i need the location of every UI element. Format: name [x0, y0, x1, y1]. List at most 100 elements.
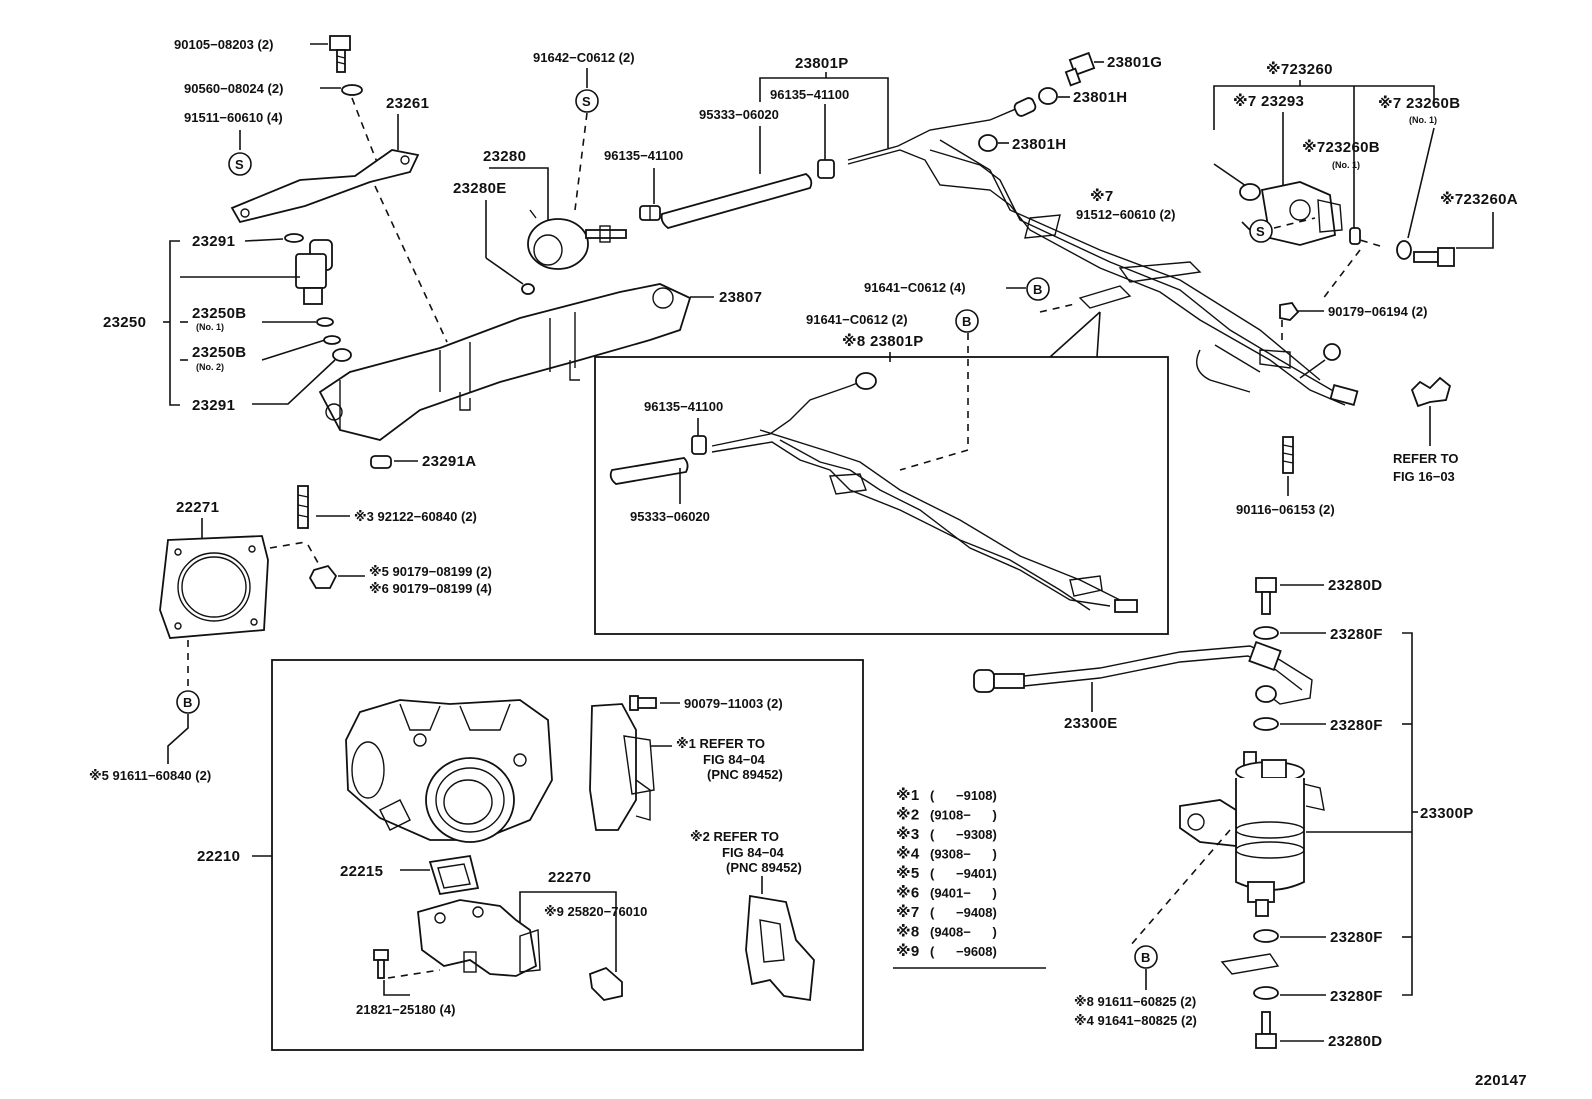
svg-text:S: S — [235, 157, 244, 172]
label-23280F-c: 23280F — [1330, 929, 1383, 946]
legend: ※1( −9108)※2(9108− )※3( −9308)※4(9308− )… — [896, 786, 997, 960]
label-5-90179: ※5 90179−08199 (2) — [369, 564, 492, 579]
label-23280F-d: 23280F — [1330, 988, 1383, 1005]
svg-text:B: B — [962, 314, 971, 329]
svg-text:B: B — [1033, 282, 1042, 297]
legend-mark: ※2 — [896, 806, 920, 824]
legend-mark: ※8 — [896, 923, 920, 941]
label-91641-b: 91641−C0612 (2) — [806, 312, 908, 327]
legend-mark: ※4 — [896, 845, 920, 863]
label-refer-16-a: REFER TO — [1393, 451, 1459, 466]
label-723260: ※723260 — [1266, 60, 1333, 78]
legend-range: ( −9408) — [930, 905, 997, 920]
label-23280E: 23280E — [453, 180, 507, 197]
throttle-body-22210-icon — [345, 699, 553, 843]
label-23280D-top: 23280D — [1328, 577, 1382, 594]
stud-92122-icon — [297, 485, 309, 529]
fuel-pipe-inset-icon — [711, 372, 1138, 613]
label-723293: ※7 23293 — [1233, 92, 1304, 110]
label-23250B-no1-sub: (No. 1) — [196, 322, 224, 332]
hose-95333-icon — [660, 173, 813, 229]
label-refer-16-b: FIG 16−03 — [1393, 469, 1455, 484]
label-refer-84-b-3: (PNC 89452) — [726, 860, 802, 875]
label-95333-a: 95333−06020 — [699, 107, 779, 122]
label-4-91641: ※4 91641−80825 (2) — [1074, 1013, 1197, 1028]
label-9-25820: ※9 25820−76010 — [544, 904, 647, 919]
screw-90079-icon — [629, 695, 657, 711]
nut-90179-06194-icon — [1279, 302, 1300, 321]
legend-range: (9408− ) — [930, 925, 997, 940]
label-21821: 21821−25180 (4) — [356, 1002, 455, 1017]
bolt-23280D-bottom-icon — [1255, 1011, 1277, 1049]
label-723260B-1: ※7 23260B — [1378, 94, 1460, 112]
pressure-regulator-23280-icon — [527, 209, 627, 270]
inset-box-8 — [594, 356, 1169, 635]
bolt-90105-icon — [329, 35, 351, 73]
clamp-96135-a-icon — [817, 159, 835, 179]
fuel-rail-23807-icon — [318, 283, 692, 441]
gasket-22215-icon — [428, 854, 480, 896]
label-95333-b: 95333−06020 — [630, 509, 710, 524]
s-mark-91512: S — [1249, 219, 1273, 243]
label-723260B-2: ※723260B — [1302, 138, 1380, 156]
s-mark-91642: S — [575, 89, 599, 113]
label-5-91611: ※5 91611−60840 (2) — [89, 768, 211, 783]
legend-range: ( −9608) — [930, 944, 997, 959]
label-23801H-b: 23801H — [1012, 136, 1066, 153]
b-mark-91611: B — [176, 690, 200, 714]
label-refer-84-b-1: ※2 REFER TO — [690, 829, 779, 844]
hose-95333-b-icon — [609, 457, 689, 485]
label-23300E: 23300E — [1064, 715, 1118, 732]
label-23807: 23807 — [719, 289, 762, 306]
stud-filter-icon — [1220, 953, 1280, 975]
bracket-23261-icon — [230, 149, 420, 224]
legend-mark: ※3 — [896, 825, 920, 843]
washer-23801H-b-icon — [978, 134, 998, 152]
label-23250B-no1: 23250B — [192, 305, 246, 322]
label-90079: 90079−11003 (2) — [684, 696, 783, 711]
label-23250B-no2: 23250B — [192, 344, 246, 361]
label-8-91611: ※8 91611−60825 (2) — [1074, 994, 1196, 1009]
label-6-90179: ※6 90179−08199 (4) — [369, 581, 492, 596]
injector-23250-icon — [284, 233, 352, 362]
throttle-sensor-2-icon — [745, 894, 815, 1002]
label-723260B-1-sub: (No. 1) — [1409, 115, 1437, 125]
label-23291-bottom: 23291 — [192, 397, 235, 414]
idle-air-valve-22270-icon — [417, 899, 541, 977]
label-23291A: 23291A — [422, 453, 476, 470]
legend-mark: ※7 — [896, 903, 920, 921]
label-90179-06194: 90179−06194 (2) — [1328, 304, 1427, 319]
washer-23280F-b-icon — [1253, 717, 1279, 731]
fuel-pipe-23300E-icon — [973, 641, 1313, 705]
label-723260B-2-sub: (No. 1) — [1332, 160, 1360, 170]
label-7: ※7 — [1090, 187, 1114, 205]
label-22210: 22210 — [197, 848, 240, 865]
label-23291-top: 23291 — [192, 233, 235, 250]
svg-text:B: B — [183, 695, 192, 710]
label-23300P: 23300P — [1420, 805, 1474, 822]
label-23280: 23280 — [483, 148, 526, 165]
label-91641-a: 91641−C0612 (4) — [864, 280, 966, 295]
label-90105: 90105−08203 (2) — [174, 37, 273, 52]
cushion-23291A-icon — [370, 455, 392, 469]
label-23801G: 23801G — [1107, 54, 1162, 71]
label-90560: 90560−08024 (2) — [184, 81, 283, 96]
washer-23280F-d-icon — [1253, 986, 1279, 1000]
label-96135-a: 96135−41100 — [770, 87, 849, 102]
label-90116: 90116−06153 (2) — [1236, 502, 1335, 517]
gasket-23260B-icon — [1349, 227, 1361, 245]
throttle-body-box — [271, 659, 864, 1051]
label-refer-84-b-2: FIG 84−04 — [722, 845, 785, 860]
bolt-21821-icon — [373, 949, 389, 979]
svg-text:B: B — [1141, 950, 1150, 965]
nut-90179-08199-icon — [308, 564, 338, 589]
throttle-sensor-1-icon — [589, 703, 655, 831]
label-96135-b: 96135−41100 — [604, 148, 683, 163]
label-96135-c: 96135−41100 — [644, 399, 723, 414]
fuel-pipe-23801P-icon — [847, 97, 1359, 406]
label-3-92122: ※3 92122−60840 (2) — [354, 509, 477, 524]
label-23250B-no2-sub: (No. 2) — [196, 362, 224, 372]
legend-mark: ※1 — [896, 786, 920, 804]
pulsation-damper-23293-icon — [1239, 181, 1343, 246]
